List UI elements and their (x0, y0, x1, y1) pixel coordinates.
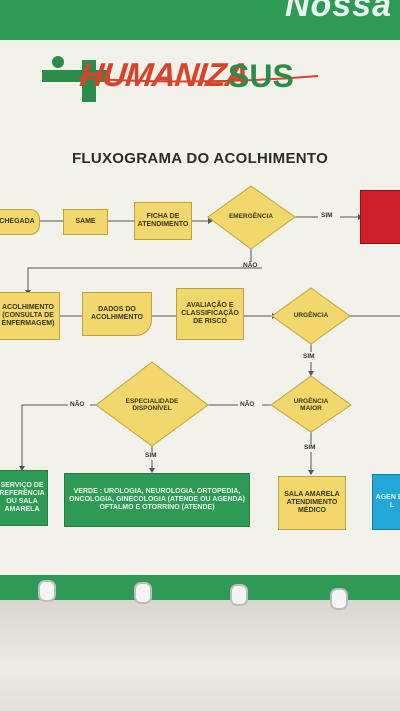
avaliacao-box: AVALIAÇÃO E CLASSIFICAÇÃO DE RISCO (176, 288, 244, 340)
nao-label-emergencia: NÃO (243, 262, 258, 269)
top-band: Nossa (0, 0, 400, 40)
acolhimento-box: ACOLHIMENTO (CONSULTA DE ENFERMAGEM) (0, 292, 60, 340)
wall-background (0, 600, 400, 711)
hook-icon (230, 584, 248, 606)
sim-label-emergencia: SIM (321, 212, 333, 219)
dados-acolhimento-box: DADOS DO ACOLHIMENTO (82, 292, 152, 336)
sim-label-urgencia-maior: SIM (304, 444, 316, 451)
logo-cross-icon (42, 60, 110, 102)
chegada-box: CHEGADA (0, 209, 40, 235)
flowchart-title: FLUXOGRAMA DO ACOLHIMENTO (71, 150, 329, 167)
emergencia-label: EMERGÊNCIA (228, 213, 274, 220)
hook-icon (38, 580, 56, 602)
logo-word-sus: SUS (228, 58, 294, 94)
ficha-atendimento-box: FICHA DE ATENDIMENTO (134, 202, 192, 240)
urgencia-maior-label: URGÊNCIA MAIOR (293, 398, 329, 413)
top-band-text: Nossa (284, 0, 392, 24)
nao-label-especialidade: NÃO (70, 401, 85, 408)
sim-label-urgencia: SIM (303, 353, 315, 360)
sala-amarela-box: SALA AMARELA ATENDIMENTO MÉDICO (278, 476, 346, 530)
especialidade-label: ESPECIALIDADE DISPONÍVEL (125, 398, 179, 413)
sim-label-especialidade: SIM (145, 452, 157, 459)
verde-especialidades-box: VERDE : UROLOGIA, NEUROLOGIA, ORTOPEDIA,… (64, 473, 250, 527)
flowchart-connectors (19, 185, 400, 475)
urgencia-diamond (271, 287, 351, 345)
emergencia-red-box (360, 190, 400, 244)
hook-icon (134, 582, 152, 604)
hook-icon (330, 588, 348, 610)
urgencia-maior-diamond (270, 375, 352, 433)
humaniza-sus-logo (42, 56, 319, 102)
urgencia-label: URGÊNCIA (293, 312, 329, 319)
servico-referencia-box: SERVIÇO DE REFERÊNCIA OU SALA AMARELA (0, 470, 48, 526)
nao-label-urgencia-maior: NÃO (240, 401, 255, 408)
especialidade-diamond (95, 361, 209, 447)
same-box: SAME (63, 209, 108, 235)
azul-box: AGEN EM L (372, 474, 400, 530)
emergencia-diamond (207, 185, 296, 250)
poster: Nossa HUMANIZA SUS FLUXOGRAMA DO ACOLHIM… (0, 0, 400, 600)
